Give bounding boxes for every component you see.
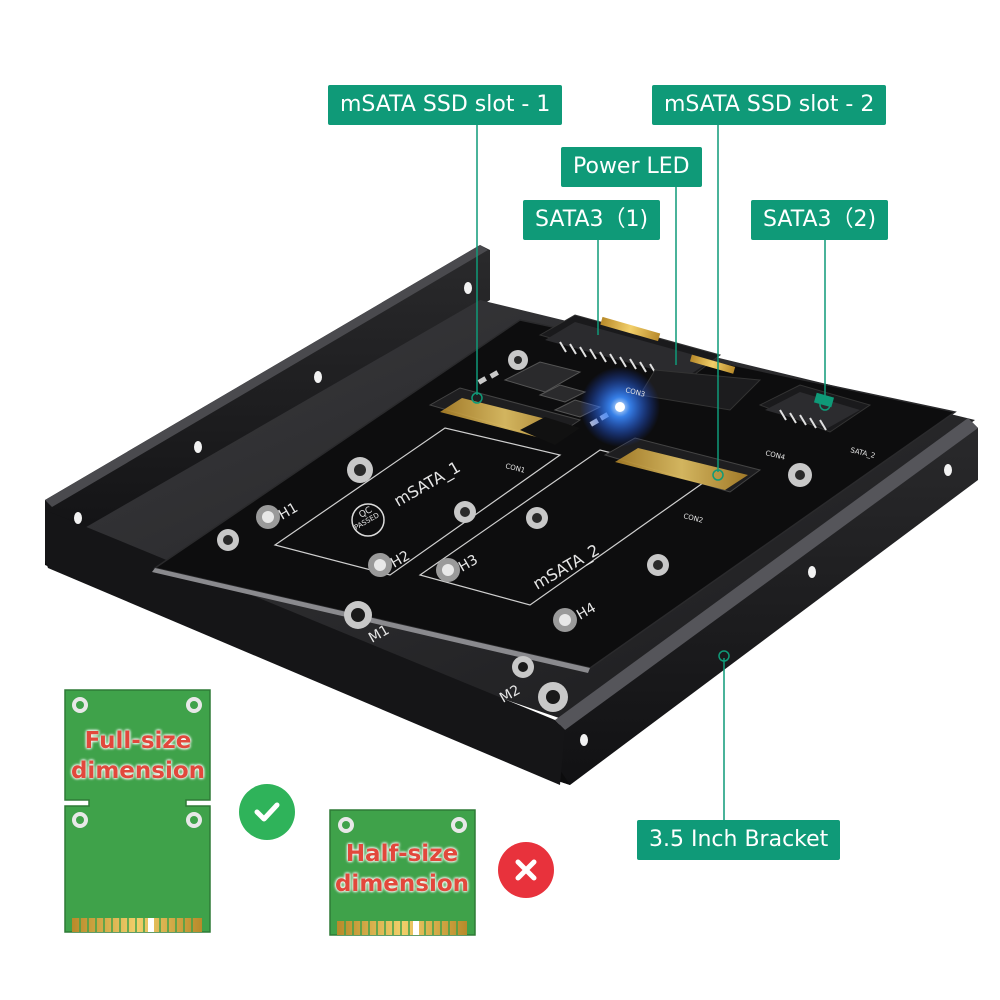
callout-sata3-2: SATA3（2) bbox=[751, 200, 889, 240]
callout-sata3-1: SATA3（1) bbox=[523, 200, 661, 240]
bracket-left-rail bbox=[45, 245, 490, 565]
sata-connector-1 bbox=[538, 314, 762, 411]
cross-glyph bbox=[515, 859, 537, 881]
pcb-screw-holes bbox=[217, 350, 812, 576]
full-size-card bbox=[64, 689, 211, 933]
qc-passed-badge bbox=[351, 503, 385, 537]
leader-lines bbox=[476, 125, 826, 820]
cross-icon bbox=[498, 842, 554, 898]
standoffs bbox=[256, 505, 577, 632]
power-led bbox=[615, 402, 625, 412]
callout-power-led: Power LED bbox=[561, 147, 702, 187]
bracket-holes bbox=[74, 282, 952, 746]
mount-holes bbox=[344, 601, 568, 712]
callout-msata-slot-1: mSATA SSD slot - 1 bbox=[328, 85, 563, 125]
msata-slot-1-connector bbox=[428, 387, 582, 445]
check-glyph bbox=[254, 802, 280, 822]
bracket-right-rail bbox=[555, 420, 978, 785]
callout-msata-slot-2: mSATA SSD slot - 2 bbox=[652, 85, 887, 125]
check-icon bbox=[239, 784, 295, 840]
half-size-label: Half-size dimension bbox=[334, 841, 470, 897]
full-size-label: Full-size dimension bbox=[70, 728, 206, 784]
half-size-card bbox=[329, 809, 476, 936]
callout-bracket: 3.5 Inch Bracket bbox=[637, 820, 841, 860]
